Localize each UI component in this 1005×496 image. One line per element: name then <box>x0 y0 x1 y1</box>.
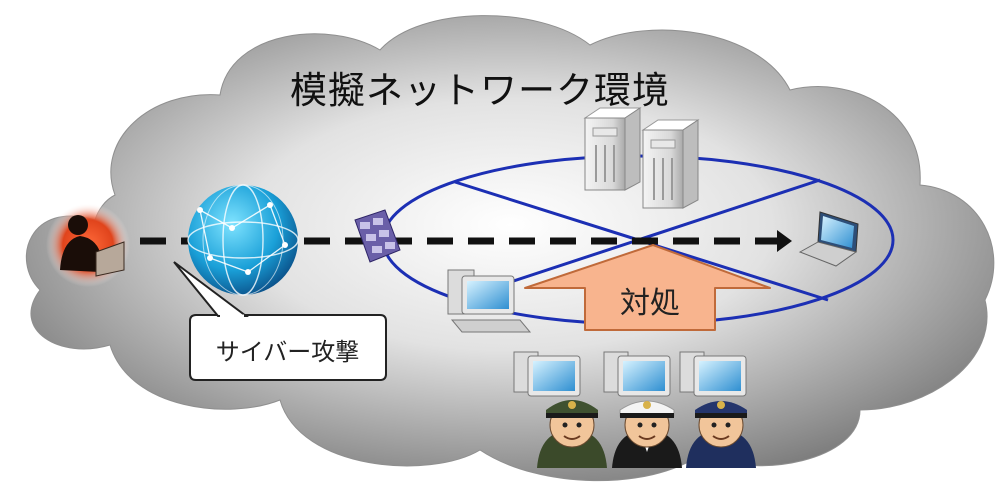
soldier-icon <box>537 400 607 468</box>
attack-callout <box>173 261 387 381</box>
defender-workstations <box>513 351 747 397</box>
desktop-computer-icon <box>447 269 532 333</box>
soldier-icon <box>612 400 682 468</box>
attack-callout-label: サイバー攻撃 <box>215 338 360 366</box>
soldier-icon <box>686 401 756 468</box>
attacker-icon <box>46 203 130 287</box>
diagram-title: 模擬ネットワーク環境 <box>290 69 670 112</box>
server-icon <box>583 107 700 209</box>
response-label: 対処 <box>620 286 680 321</box>
firewall-icon <box>354 209 401 263</box>
laptop-icon <box>798 211 859 267</box>
response-callout <box>524 244 771 331</box>
globe-icon <box>187 184 299 296</box>
